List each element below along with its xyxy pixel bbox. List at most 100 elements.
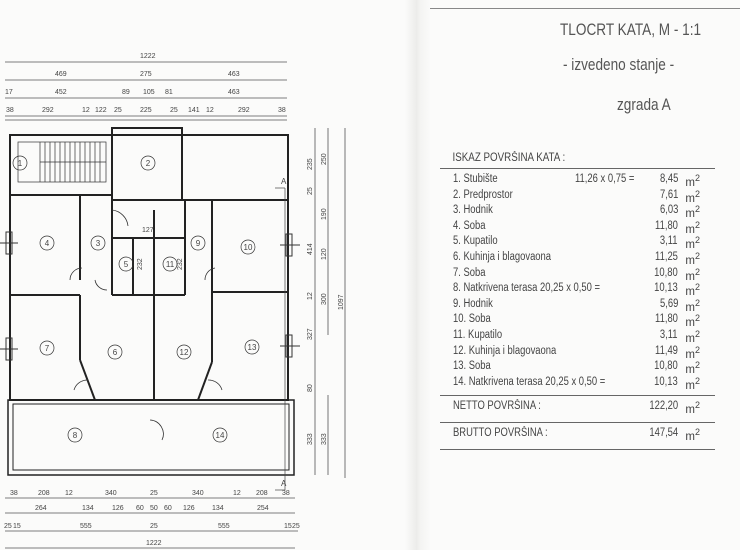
dim-label: 25 (307, 187, 314, 195)
dimension-lines-right (314, 128, 346, 478)
room-number: 3 (96, 239, 101, 248)
dim-label: 555 (218, 523, 230, 530)
dim-label: 38 (10, 490, 18, 497)
dim-label: 60 (136, 505, 144, 512)
divider (440, 422, 715, 424)
room-area: 3,11 (660, 328, 678, 341)
building-label: zgrada A (617, 95, 671, 114)
room-number: 10 (244, 243, 253, 252)
brutto-label: BRUTTO POVRŠINA : (453, 427, 548, 440)
room-label: 12. Kuhinja i blagovaona (453, 344, 557, 357)
dim-label: 12 (233, 490, 241, 497)
dim-label: 190 (321, 208, 328, 220)
room-number: 8 (73, 431, 78, 440)
room-label: 3. Hodnik (453, 204, 493, 217)
dim-label: 292 (42, 107, 54, 114)
dim-label: 264 (35, 505, 47, 512)
dim-label: 105 (143, 89, 155, 96)
dimension-lines-bottom (5, 497, 298, 549)
room-label: 4. Soba (453, 219, 486, 232)
room-label: 9. Hodnik (453, 297, 493, 310)
dim-label: 232 (137, 258, 144, 270)
dim-label: 463 (228, 71, 240, 78)
room-label: 5. Kupatilo (453, 235, 498, 248)
unit: m2 (685, 266, 700, 283)
dim-label: 333 (321, 433, 328, 445)
room-area: 10,13 (654, 282, 678, 295)
dim-label: 141 (188, 107, 200, 114)
room-area: 7,61 (659, 188, 678, 201)
dim-label: 15 (13, 523, 21, 530)
drawing-subtitle: - izvedeno stanje - (563, 55, 675, 74)
dim-label: 89 (122, 89, 130, 96)
dim-label: 134 (82, 505, 94, 512)
room-area: 10,80 (654, 360, 678, 373)
room-label: 11. Kupatilo (453, 328, 503, 341)
unit: m2 (685, 204, 700, 221)
dim-label: 25 (150, 523, 158, 530)
room-number: 13 (248, 343, 257, 352)
dim-label: 208 (38, 490, 50, 497)
frame-line (430, 8, 740, 9)
unit: m2 (685, 250, 700, 267)
dim-label: 12 (82, 107, 90, 114)
dim-label: 1222 (146, 540, 162, 547)
netto-row: NETTO POVRŠINA : 122,20 m2 (450, 400, 720, 418)
divider (440, 449, 715, 451)
room-label: 13. Soba (453, 360, 491, 373)
room-number: 6 (113, 348, 118, 357)
unit: m2 (685, 427, 700, 444)
room-area: 11,25 (655, 250, 678, 263)
dim-label: 292 (238, 107, 250, 114)
room-area: 10,13 (654, 375, 678, 388)
dim-label: 300 (321, 293, 328, 305)
windows (0, 231, 300, 361)
drawing-title: TLOCRT KATA, M - 1:1 (560, 20, 702, 39)
room-number: 2 (146, 159, 151, 168)
dim-label: 208 (256, 490, 268, 497)
dim-label: 126 (183, 505, 195, 512)
dim-label: 60 (164, 505, 172, 512)
unit: m2 (685, 235, 700, 252)
netto-label: NETTO POVRŠINA : (453, 400, 541, 413)
dim-label: 555 (80, 523, 92, 530)
room-label: 10. Soba (453, 313, 491, 326)
dim-label: 12 (307, 292, 314, 300)
room-label: 6. Kuhinja i blagovaona (453, 250, 552, 263)
dim-label: 275 (140, 71, 152, 78)
dim-label: 452 (55, 89, 67, 96)
room-area: 6,03 (659, 204, 678, 217)
unit: m2 (685, 400, 700, 417)
unit: m2 (685, 173, 700, 189)
room-number: 5 (124, 260, 129, 269)
section-mark-a: A (281, 177, 287, 186)
netto-value: 122,20 (649, 400, 678, 413)
dim-label: 12 (65, 490, 73, 497)
doors (69, 209, 223, 441)
dim-label: 25 (150, 490, 158, 497)
room-area: 11,80 (655, 219, 678, 232)
room-label: 7. Soba (453, 266, 486, 279)
dim-label: 81 (165, 89, 173, 96)
room-area: 5,69 (659, 297, 678, 310)
room-number: 9 (196, 239, 201, 248)
brutto-row: BRUTTO POVRŠINA : 147,54 m2 (450, 427, 720, 445)
dim-label: 254 (257, 505, 269, 512)
unit: m2 (685, 328, 700, 345)
unit: m2 (685, 282, 700, 298)
dim-label: 340 (105, 490, 117, 497)
room-area: 11,80 (655, 313, 678, 326)
dim-label: 340 (192, 490, 204, 497)
dim-label: 414 (307, 243, 314, 255)
table-row: 3. Hodnik 6,03 m2 (450, 204, 720, 220)
room-label: 8. Natkrivena terasa 20,25 x 0,50 = (453, 282, 601, 295)
dim-label: 38 (278, 107, 286, 114)
dim-label: 126 (112, 505, 124, 512)
dim-label: 25 (114, 107, 122, 114)
table-row: 8. Natkrivena terasa 20,25 x 0,50 = 10,13… (450, 282, 720, 298)
unit: m2 (685, 360, 700, 376)
